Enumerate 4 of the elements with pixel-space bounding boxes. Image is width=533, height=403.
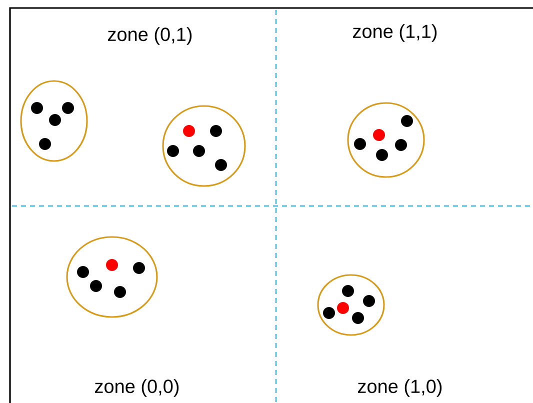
zone-label: zone (1,1) [353,24,437,42]
zone-label: zone (0,1) [108,27,192,45]
zone-label: zone (0,0) [95,379,179,397]
zone-label: zone (1,0) [358,379,442,397]
